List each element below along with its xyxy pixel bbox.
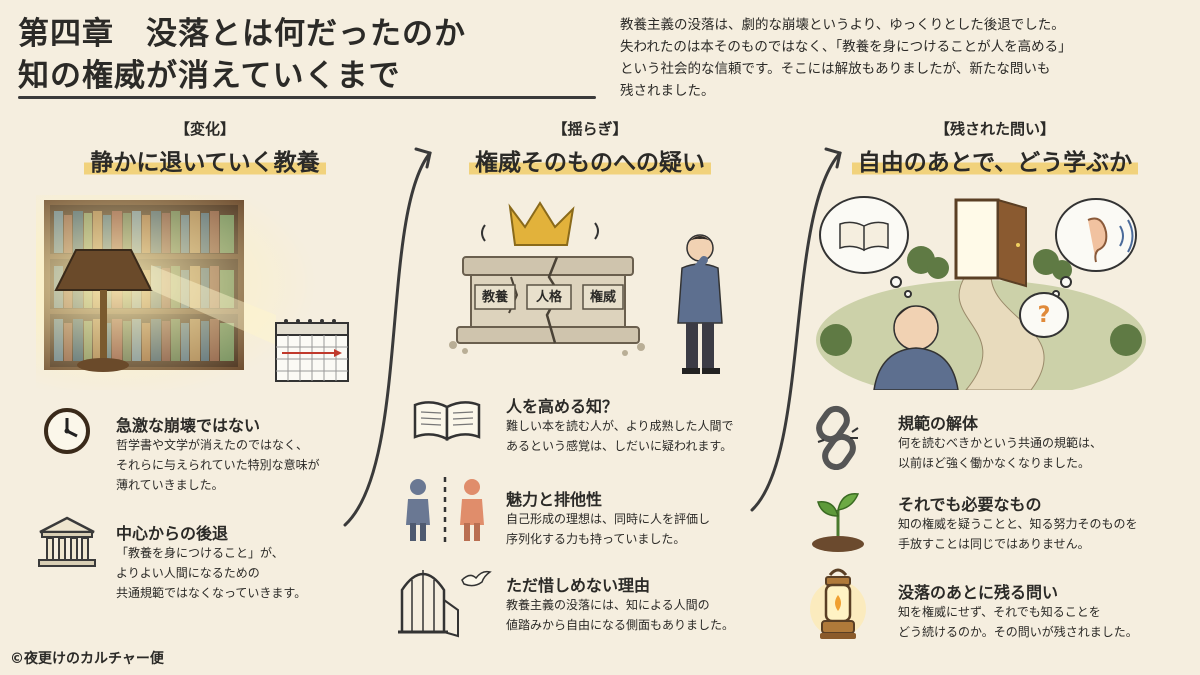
intro-text: 教養主義の没落は、劇的な崩壊というより、ゆっくりとした後退でした。 失われたのは…	[620, 14, 1072, 102]
item-body-line: 手放すことは同じではありません。	[898, 537, 1090, 551]
pedestal-label: 教養	[481, 290, 508, 305]
item-body-line: 何を読むべきかという共通の規範は、	[898, 436, 1103, 450]
two-people-icon	[406, 477, 484, 543]
intro-line: 教養主義の没落は、劇的な崩壊というより、ゆっくりとした後退でした。	[620, 17, 1065, 33]
item-body: 自己形成の理想は、同時に人を評価し 序列化する力も持っていました。	[506, 509, 710, 549]
item-title: 魅力と排他性	[506, 490, 603, 509]
item-body-line: 「教養を身につけること」が、	[116, 546, 284, 560]
temple-icon	[38, 516, 96, 567]
pedestal-label: 権威	[589, 290, 616, 305]
flow-arrow-1	[343, 147, 432, 527]
item-title: 規範の解体	[898, 414, 979, 433]
item-title: それでも必要なもの	[898, 495, 1042, 514]
item-body-line: 自己形成の理想は、同時に人を評価し	[506, 512, 711, 526]
item-body-line: 共通規範ではなくなっていきます。	[116, 586, 307, 600]
item-body-line: 難しい本を読む人が、より成熟した人間で	[506, 419, 734, 433]
item-body-line: それらに与えられていた特別な意味が	[116, 458, 320, 472]
heading-text: 権威そのものへの疑い	[469, 143, 711, 177]
page-title: 第四章 没落とは何だったのか	[18, 16, 466, 52]
intro-line: 残されました。	[620, 83, 715, 99]
page-subtitle: 知の権威が消えていくまで	[18, 58, 401, 94]
flow-arrow-2	[750, 147, 842, 512]
lantern-icon	[810, 568, 866, 639]
door-and-path-illustration: ?	[816, 196, 1146, 390]
svg-text:?: ?	[1038, 303, 1051, 328]
item-body-line: 哲学書や文学が消えたのではなく、	[116, 438, 309, 452]
item-body-line: 知を権威にせず、それでも知ることを	[898, 605, 1101, 619]
item-body-line: どう続けるのか。その問いが残されました。	[898, 625, 1138, 639]
item-title: 急激な崩壊ではない	[116, 416, 261, 435]
clock-icon	[44, 408, 90, 454]
item-body: 「教養を身につけること」が、 よりよい人間になるための 共通規範ではなくなってい…	[116, 543, 306, 603]
pedestal-label: 人格	[535, 290, 562, 305]
item-title: 人を高める知？	[506, 397, 619, 416]
item-body: 知を権威にせず、それでも知ることを どう続けるのか。その問いが残されました。	[898, 602, 1138, 642]
item-body-line: 知の権威を疑うことと、知る努力そのものを	[898, 517, 1138, 531]
column-heading-wavering: 権威そのものへの疑い	[420, 143, 760, 177]
thinking-man-illustration	[677, 234, 723, 374]
title-underline	[18, 96, 596, 99]
column-tag-remaining-question: 【残された問い】	[934, 120, 1055, 138]
item-title: ただ惜しめない理由	[506, 576, 651, 595]
item-body-line: よりよい人間になるための	[116, 566, 260, 580]
column-heading-change: 静かに退いていく教養	[40, 143, 370, 177]
item-title: 中心からの後退	[116, 524, 229, 543]
broken-chain-icon	[816, 405, 859, 470]
heading-text: 自由のあとで、どう学ぶか	[851, 143, 1139, 177]
item-body-line: 序列化する力も持っていました。	[506, 532, 686, 546]
item-body: 哲学書や文学が消えたのではなく、 それらに与えられていた特別な意味が 薄れていき…	[116, 435, 320, 495]
open-birdcage-icon	[398, 570, 492, 638]
column-tag-change: 【変化】	[174, 120, 235, 138]
item-title: 没落のあとに残る問い	[898, 583, 1059, 602]
column-tag-wavering: 【揺らぎ】	[552, 120, 628, 138]
item-body-line: 以前ほど強く働かなくなりました。	[898, 456, 1091, 470]
item-body-line: あるという感覚は、しだいに疑われます。	[506, 439, 733, 453]
intro-line: 失われたのは本そのものではなく、「教養を身につけることが人を高める」	[620, 39, 1072, 55]
item-body-line: 値踏みから自由になる側面もありました。	[506, 618, 735, 632]
open-book-icon	[413, 401, 481, 442]
bookshelf-lamp-illustration	[36, 195, 366, 390]
item-body: 何を読むべきかという共通の規範は、 以前ほど強く働かなくなりました。	[898, 433, 1102, 473]
item-body: 難しい本を読む人が、より成熟した人間で あるという感覚は、しだいに疑われます。	[506, 416, 734, 456]
column-heading-remaining-question: 自由のあとで、どう学ぶか	[830, 143, 1160, 177]
item-body: 教養主義の没落には、知による人間の 値踏みから自由になる側面もありました。	[506, 595, 734, 635]
credit: ©夜更けのカルチャー便	[10, 651, 164, 667]
heading-text: 静かに退いていく教養	[84, 143, 326, 177]
cracked-pedestal-illustration	[449, 201, 645, 356]
item-body: 知の権威を疑うことと、知る努力そのものを 手放すことは同じではありません。	[898, 514, 1138, 554]
intro-line: という社会的な信頼です。そこには解放もありましたが、新たな問いも	[620, 61, 1051, 77]
item-body-line: 教養主義の没落には、知による人間の	[506, 598, 710, 612]
sprout-icon	[812, 493, 864, 552]
item-body-line: 薄れていきました。	[116, 478, 224, 492]
